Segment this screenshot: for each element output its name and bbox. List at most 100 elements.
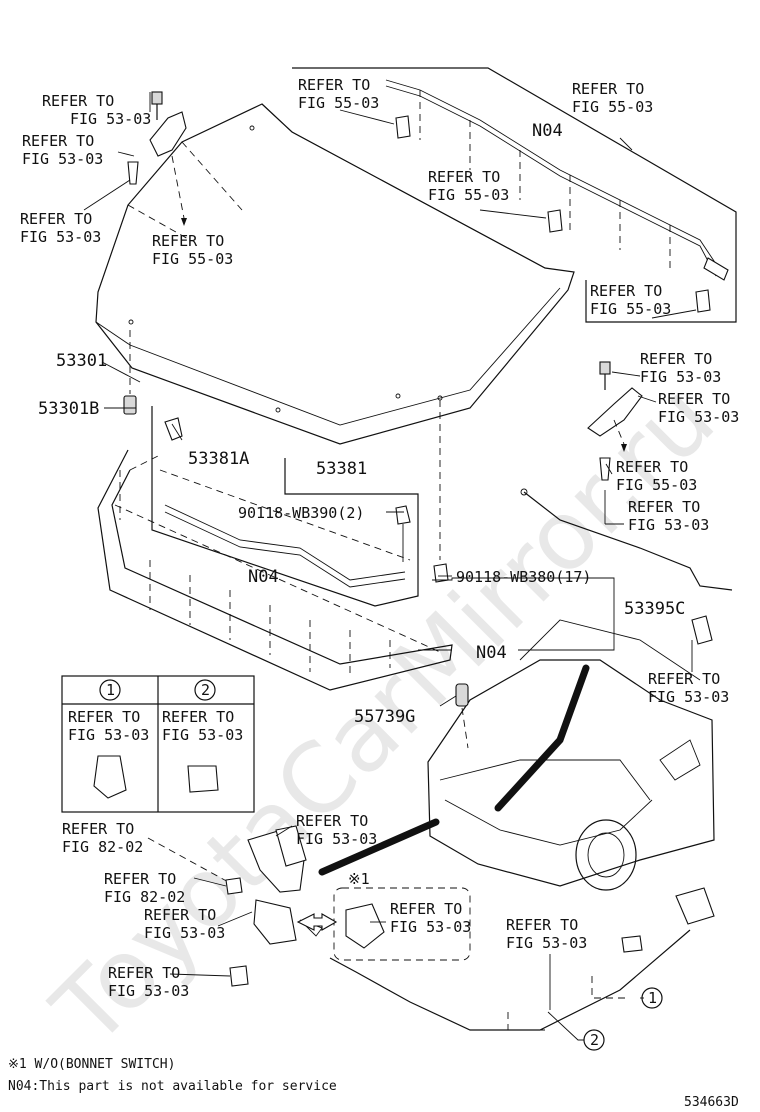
hood-lock-alt[interactable] (333, 887, 471, 961)
svg-text:2: 2 (590, 1031, 599, 1049)
svg-text:FIG 53-03: FIG 53-03 (506, 934, 587, 952)
refer-label-7[interactable]: REFER TO FIG 55-03 (428, 168, 509, 204)
refer-label-4[interactable]: REFER TO FIG 55-03 (152, 232, 233, 268)
svg-text:FIG 55-03: FIG 55-03 (572, 98, 653, 116)
svg-text:FIG 55-03: FIG 55-03 (616, 476, 697, 494)
n04-label-seal: N04 (248, 567, 279, 587)
svg-text:FIG 53-03: FIG 53-03 (20, 228, 101, 246)
svg-text:REFER TO: REFER TO (22, 132, 94, 150)
svg-text:FIG 55-03: FIG 55-03 (590, 300, 671, 318)
refer-label-2[interactable]: REFER TO FIG 53-03 (22, 132, 103, 168)
svg-text:REFER TO: REFER TO (640, 350, 712, 368)
part-55739g-label[interactable]: 55739G (354, 707, 415, 727)
svg-text:REFER TO: REFER TO (20, 210, 92, 228)
clip-90118-wb390[interactable] (395, 505, 411, 562)
svg-text:REFER TO: REFER TO (162, 708, 234, 726)
svg-text:REFER TO: REFER TO (390, 900, 462, 918)
refer-label-1[interactable]: REFER TO FIG 53-03 (42, 92, 151, 128)
inset-col2-number: 2 (201, 681, 210, 699)
arrow-icon (621, 444, 627, 452)
refer-label-12[interactable]: REFER TO FIG 53-03 (628, 498, 709, 534)
figure-code: 534663D (684, 1095, 739, 1110)
svg-text:FIG 53-03: FIG 53-03 (390, 918, 471, 936)
refer-label-20[interactable]: REFER TO FIG 53-03 (390, 900, 471, 936)
svg-text:REFER TO: REFER TO (572, 80, 644, 98)
callout-2: 2 (583, 1029, 605, 1051)
refer-label-10[interactable]: REFER TO FIG 53-03 (658, 390, 739, 426)
refer-label-9[interactable]: REFER TO FIG 53-03 (640, 350, 721, 386)
hood-seal-box (151, 406, 419, 607)
svg-text:REFER TO: REFER TO (104, 870, 176, 888)
hood-rear-seal-assembly[interactable] (292, 67, 737, 323)
refer-label-16[interactable]: REFER TO FIG 53-03 (296, 812, 377, 848)
refer-label-14[interactable]: REFER TO FIG 53-03 (68, 708, 149, 744)
svg-text:FIG 55-03: FIG 55-03 (152, 250, 233, 268)
refer-label-13[interactable]: REFER TO FIG 53-03 (648, 670, 729, 706)
hood-hinge-right[interactable] (587, 361, 643, 525)
refer-label-22[interactable]: REFER TO FIG 53-03 (108, 964, 189, 1000)
hood-hinge-left[interactable] (127, 91, 187, 226)
svg-text:FIG 53-03: FIG 53-03 (144, 924, 225, 942)
svg-text:REFER TO: REFER TO (42, 92, 114, 110)
svg-text:FIG 53-03: FIG 53-03 (68, 726, 149, 744)
arrow-icon (181, 218, 187, 226)
svg-text:FIG 53-03: FIG 53-03 (162, 726, 243, 744)
part-53381a-label[interactable]: 53381A (188, 449, 249, 469)
refer-label-3[interactable]: REFER TO FIG 53-03 (20, 210, 101, 246)
part-53395c-label[interactable]: 53395C (624, 599, 685, 619)
svg-text:FIG 53-03: FIG 53-03 (70, 110, 151, 128)
part-53301b-label[interactable]: 53301B (38, 399, 99, 419)
svg-text:FIG 53-03: FIG 53-03 (640, 368, 721, 386)
svg-text:REFER TO: REFER TO (296, 812, 368, 830)
svg-text:REFER TO: REFER TO (152, 232, 224, 250)
hood-bumper-55739g[interactable] (455, 683, 469, 749)
refer-label-21[interactable]: REFER TO FIG 53-03 (506, 916, 587, 952)
svg-text:REFER TO: REFER TO (298, 76, 370, 94)
refer-label-17[interactable]: REFER TO FIG 82-02 (62, 820, 143, 856)
svg-text:REFER TO: REFER TO (506, 916, 578, 934)
svg-text:FIG 53-03: FIG 53-03 (658, 408, 739, 426)
svg-text:REFER TO: REFER TO (108, 964, 180, 982)
svg-text:FIG 53-03: FIG 53-03 (648, 688, 729, 706)
part-53301-label[interactable]: 53301 (56, 351, 107, 371)
svg-text:FIG 82-02: FIG 82-02 (104, 888, 185, 906)
refer-label-18[interactable]: REFER TO FIG 82-02 (104, 870, 185, 906)
svg-text:REFER TO: REFER TO (616, 458, 688, 476)
refer-label-15[interactable]: REFER TO FIG 53-03 (162, 708, 243, 744)
hood-inner-panel[interactable] (97, 449, 453, 691)
svg-text:FIG 82-02: FIG 82-02 (62, 838, 143, 856)
clip-90118-wb380[interactable] (433, 400, 449, 583)
svg-text:REFER TO: REFER TO (658, 390, 730, 408)
svg-text:REFER TO: REFER TO (590, 282, 662, 300)
svg-text:FIG 55-03: FIG 55-03 (298, 94, 379, 112)
svg-text:FIG 53-03: FIG 53-03 (22, 150, 103, 168)
refer-label-11[interactable]: REFER TO FIG 55-03 (616, 458, 697, 494)
hood-support-rod-53395c[interactable] (520, 488, 733, 645)
leader-lines (83, 92, 697, 1010)
svg-text:1: 1 (648, 989, 657, 1007)
hood-release-cable[interactable] (329, 887, 715, 1041)
svg-text:REFER TO: REFER TO (62, 820, 134, 838)
n04-label-frame: N04 (476, 643, 507, 663)
asterisk-note-marker: ※1 (348, 870, 370, 888)
refer-label-8[interactable]: REFER TO FIG 55-03 (590, 282, 671, 318)
inset-col1-number: 1 (106, 681, 115, 699)
part-53381-label[interactable]: 53381 (316, 459, 367, 479)
refer-label-19[interactable]: REFER TO FIG 53-03 (144, 906, 225, 942)
svg-text:FIG 53-03: FIG 53-03 (108, 982, 189, 1000)
clip-53381a[interactable] (164, 417, 183, 441)
refer-label-6[interactable]: REFER TO FIG 55-03 (572, 80, 653, 116)
part-90118-wb390-label[interactable]: 90118-WB390(2) (238, 504, 364, 522)
hood-panel[interactable] (95, 103, 575, 445)
footnote-bonnet-switch: ※1 W/O(BONNET SWITCH) (8, 1057, 175, 1072)
part-90118-wb380-label[interactable]: 90118-WB380(17) (456, 568, 591, 586)
footnote-n04: N04:This part is not available for servi… (8, 1079, 337, 1094)
n04-leader (418, 577, 615, 651)
refer-label-5[interactable]: REFER TO FIG 55-03 (298, 76, 379, 112)
svg-text:REFER TO: REFER TO (68, 708, 140, 726)
variant-table (61, 675, 255, 813)
cushion-53301b[interactable] (123, 330, 137, 415)
callout-1: 1 (641, 987, 663, 1009)
svg-text:REFER TO: REFER TO (428, 168, 500, 186)
